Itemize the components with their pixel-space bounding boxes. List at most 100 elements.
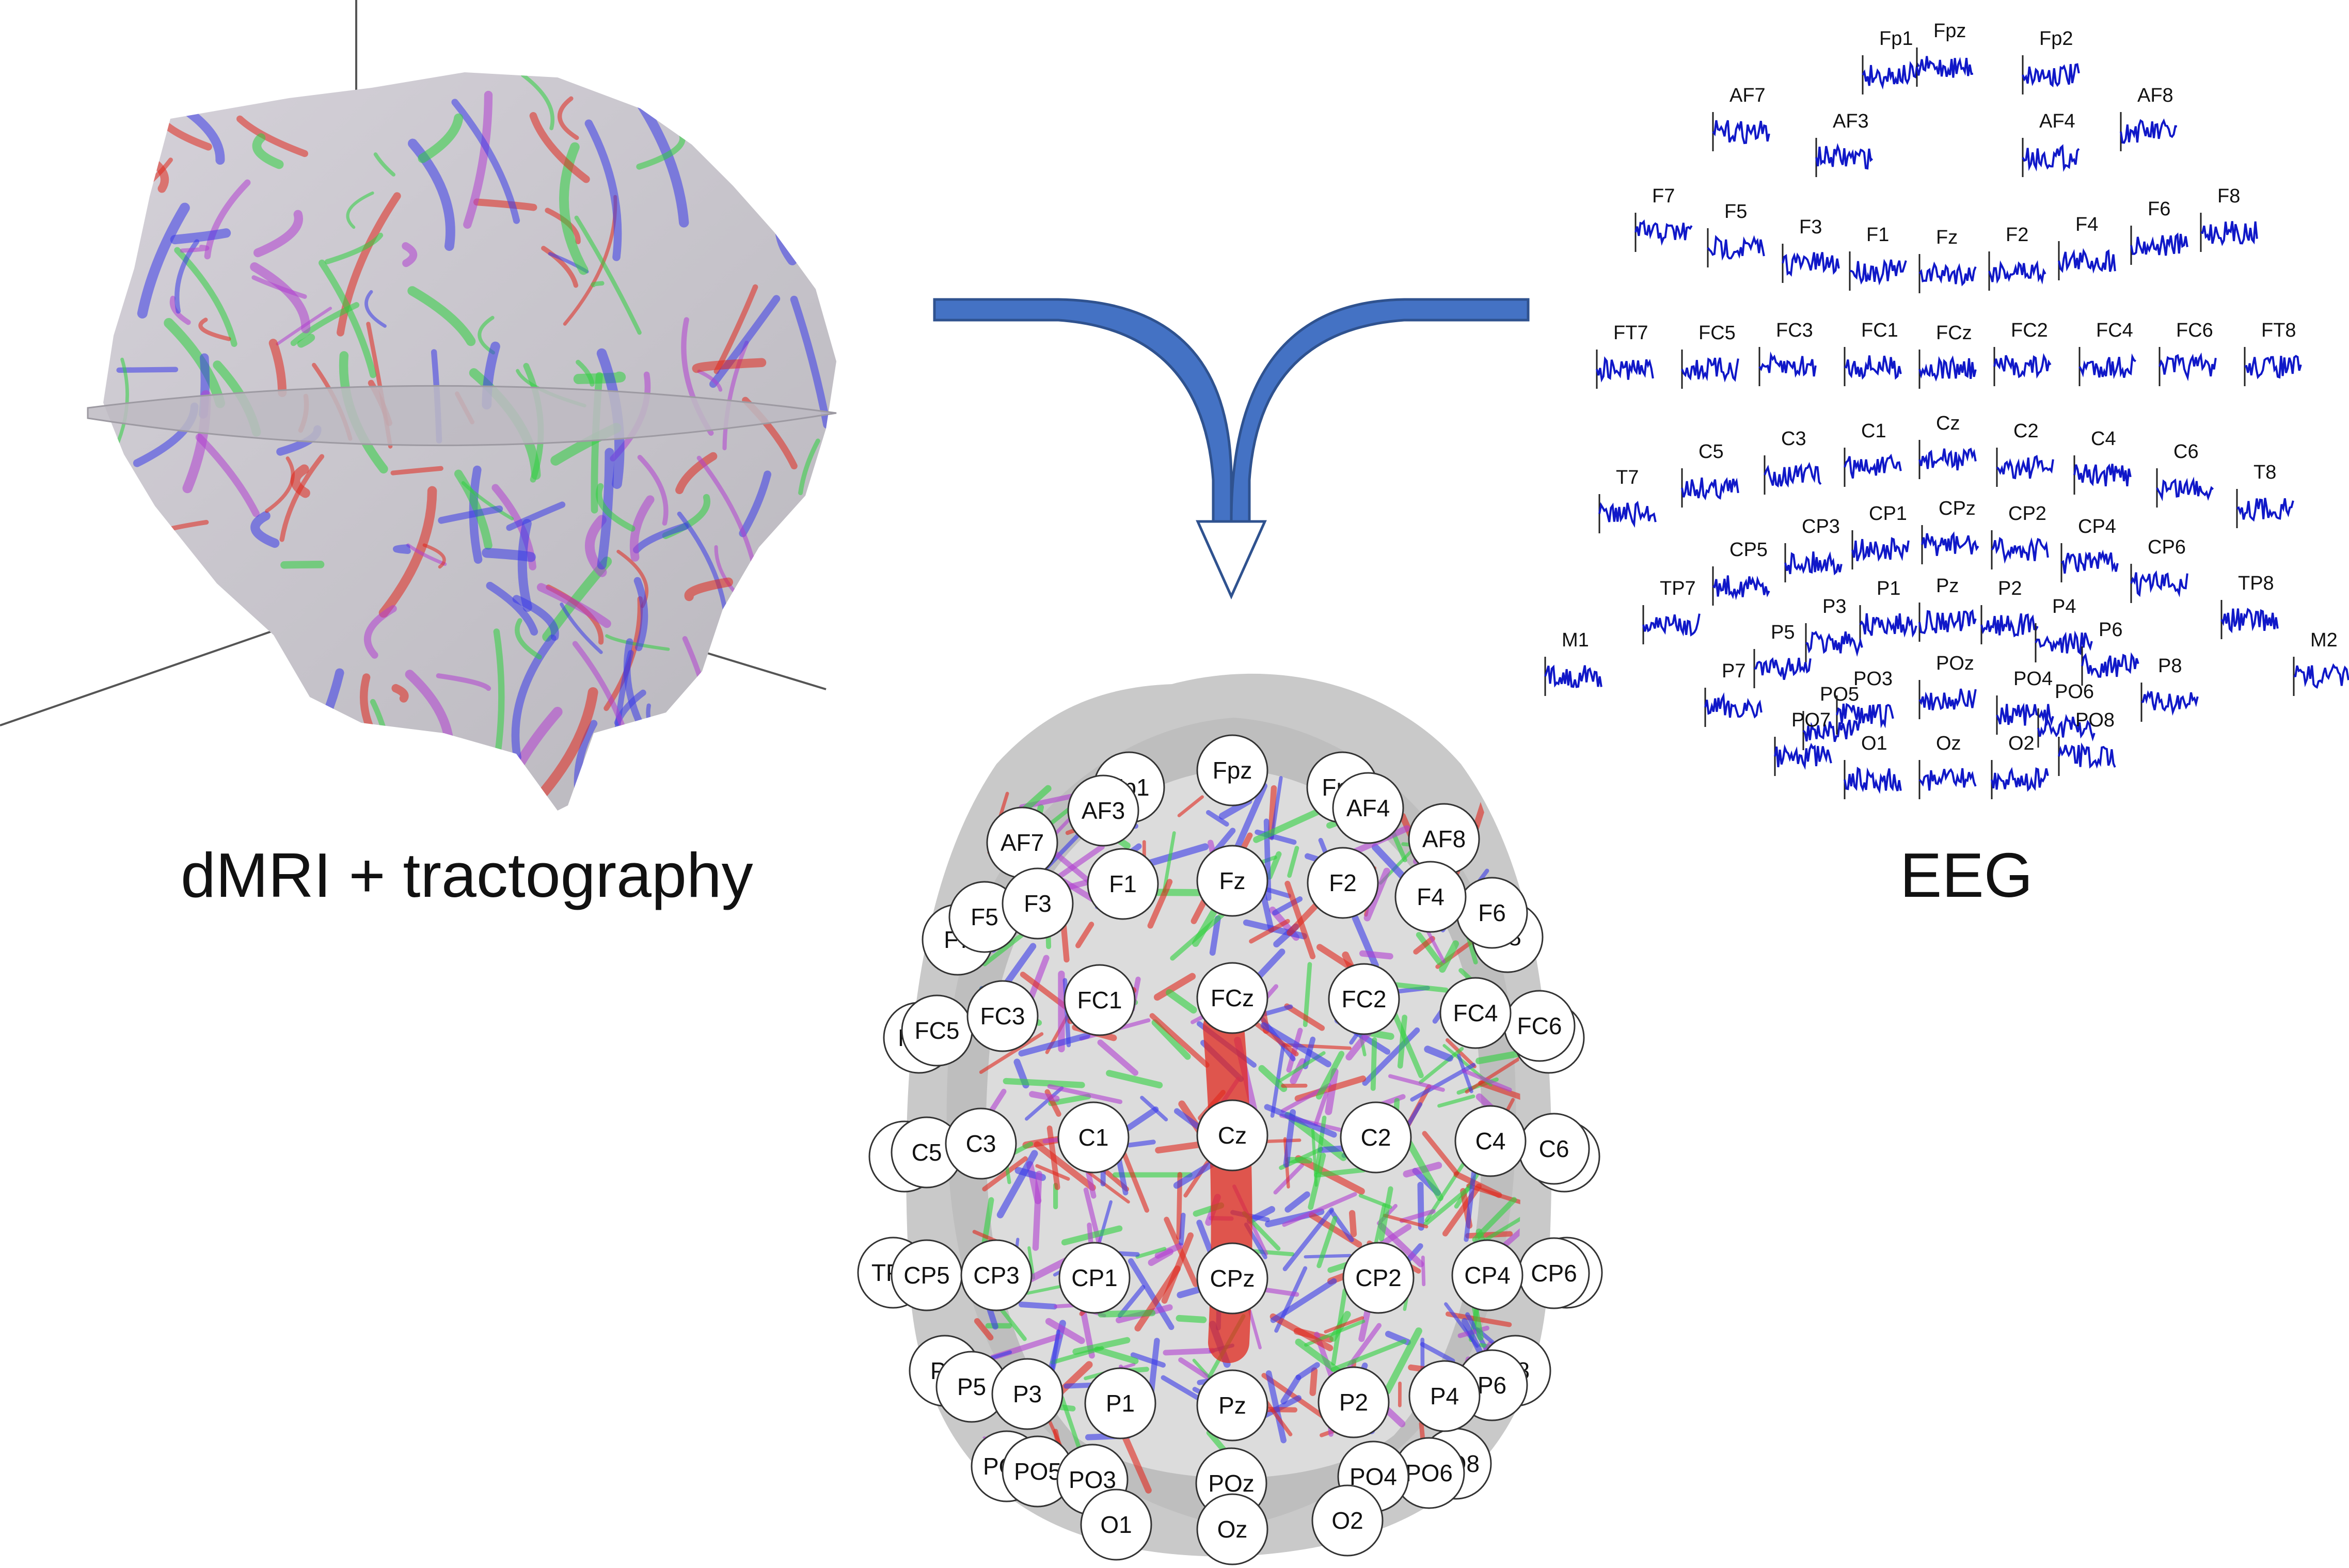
eeg-channel-label: P8 bbox=[2158, 655, 2182, 677]
fiber-stroke bbox=[363, 605, 397, 659]
eeg-trace bbox=[1782, 251, 1840, 277]
electrode-label: FC5 bbox=[915, 1017, 960, 1044]
eeg-trace bbox=[1918, 609, 1977, 635]
eeg-trace bbox=[1544, 664, 1602, 688]
fiber-stroke bbox=[996, 1150, 1038, 1218]
fiber-stroke bbox=[1267, 785, 1277, 840]
fiber-stroke bbox=[1422, 1131, 1459, 1176]
fiber-stroke bbox=[783, 141, 808, 148]
electrode-label: Cz bbox=[1218, 1122, 1247, 1149]
electrode-c2: C2 bbox=[1340, 1101, 1412, 1174]
electrode-label: C5 bbox=[912, 1139, 942, 1166]
eeg-channel: C3 bbox=[1764, 428, 1822, 495]
eeg-channel: PO7 bbox=[1774, 709, 1832, 776]
fiber-stroke bbox=[1423, 1184, 1473, 1226]
eeg-trace bbox=[1634, 219, 1693, 246]
eeg-trace bbox=[2022, 144, 2080, 172]
electrode-disc bbox=[966, 980, 1039, 1052]
electrode-label: Pz bbox=[1218, 1392, 1246, 1419]
electrode-label: PO6 bbox=[1405, 1460, 1453, 1486]
eeg-trace bbox=[2130, 232, 2188, 256]
electrode-disc bbox=[960, 1239, 1033, 1311]
electrode-disc bbox=[1318, 1366, 1390, 1438]
eeg-channel: C5 bbox=[1681, 441, 1739, 508]
electrode-disc bbox=[991, 1358, 1064, 1430]
fiber-stroke bbox=[297, 334, 315, 348]
eeg-channel-label: AF7 bbox=[1729, 85, 1766, 106]
fiber-stroke bbox=[1269, 1313, 1334, 1352]
fiber-stroke bbox=[689, 751, 718, 798]
eeg-channel: P3 bbox=[1805, 596, 1863, 662]
fiber-stroke bbox=[1001, 943, 1037, 990]
electrode-disc bbox=[1002, 867, 1074, 940]
eeg-channel-label: FT8 bbox=[2261, 320, 2296, 341]
eeg-channel-label: FCz bbox=[1936, 322, 1972, 344]
fiber-stroke bbox=[1325, 1068, 1339, 1115]
fiber-stroke bbox=[1304, 1254, 1352, 1259]
eeg-trace bbox=[2058, 248, 2116, 274]
fiber-stroke bbox=[1483, 1201, 1521, 1242]
electrode-f3: F3 bbox=[1002, 867, 1074, 940]
eeg-channel: FC6 bbox=[2158, 320, 2217, 386]
eeg-channel-label: F5 bbox=[1724, 201, 1747, 223]
eeg-channel-label: P3 bbox=[1822, 596, 1846, 617]
fiber-stroke bbox=[1119, 1429, 1152, 1494]
fiber-stroke bbox=[1283, 1109, 1296, 1168]
fiber-stroke bbox=[1384, 1327, 1422, 1395]
eeg-channel: C6 bbox=[2156, 441, 2214, 508]
fiber-stroke bbox=[1399, 1209, 1436, 1223]
fiber-stroke bbox=[1045, 1318, 1085, 1344]
fiber-stroke bbox=[137, 202, 190, 319]
dmri-caption: dMRI + tractography bbox=[181, 840, 753, 910]
eeg-channel-label: TP8 bbox=[2238, 573, 2274, 594]
electrode-label: PO5 bbox=[1014, 1458, 1061, 1485]
eeg-channel: C2 bbox=[1996, 420, 2054, 487]
fiber-stroke bbox=[103, 122, 121, 186]
eeg-channel: POz bbox=[1918, 653, 1977, 719]
eeg-channel: FCz bbox=[1918, 322, 1977, 389]
eeg-channel-label: M2 bbox=[2310, 629, 2338, 651]
fiber-stroke bbox=[1405, 1102, 1423, 1129]
eeg-trace bbox=[1996, 454, 2054, 480]
fiber-stroke bbox=[324, 232, 384, 264]
fiber-stroke bbox=[1313, 1091, 1328, 1126]
electrode-p1: P1 bbox=[1084, 1367, 1156, 1439]
fiber-stroke bbox=[1029, 1091, 1060, 1102]
eeg-channel-label: F7 bbox=[1652, 185, 1675, 207]
fiber-stroke bbox=[1418, 1047, 1464, 1084]
eeg-channel: Fz bbox=[1918, 227, 1977, 293]
electrode-label: FCz bbox=[1211, 985, 1254, 1011]
fiber-stroke bbox=[1035, 1164, 1070, 1181]
eeg-channel: P1 bbox=[1859, 578, 1917, 644]
fiber-stroke bbox=[407, 286, 476, 346]
eeg-channel: F3 bbox=[1782, 216, 1840, 283]
electrode-label: C2 bbox=[1361, 1124, 1391, 1151]
eeg-channel: P2 bbox=[1980, 578, 2039, 644]
electrode-af4: AF4 bbox=[1332, 772, 1404, 844]
eeg-channel-label: CP3 bbox=[1802, 516, 1840, 537]
eeg-trace bbox=[1921, 531, 1979, 556]
fiber-stroke bbox=[781, 627, 810, 687]
fiber-stroke bbox=[463, 90, 493, 229]
eeg-channel: FC1 bbox=[1844, 320, 1902, 386]
dmri-tractography-panel bbox=[0, 0, 837, 811]
eeg-trace bbox=[2060, 549, 2119, 574]
eeg-trace bbox=[1859, 613, 1917, 638]
fiber-stroke bbox=[1287, 846, 1299, 878]
electrode-disc bbox=[1311, 1484, 1384, 1557]
fiber-stroke bbox=[1253, 806, 1325, 843]
fiber-stroke bbox=[1314, 1167, 1367, 1178]
eeg-channel: CP1 bbox=[1851, 503, 1910, 569]
electrode-fc1: FC1 bbox=[1064, 964, 1136, 1036]
electrode-disc bbox=[1408, 1360, 1481, 1432]
fiber-stroke bbox=[1446, 1038, 1477, 1069]
axis-line-right bbox=[707, 652, 827, 690]
eeg-channel: P4 bbox=[2035, 596, 2093, 662]
eeg-channel: O1 bbox=[1844, 733, 1902, 799]
eeg-trace bbox=[2200, 221, 2258, 246]
electrode-label: O2 bbox=[1331, 1507, 1363, 1534]
fiber-stroke bbox=[1284, 1191, 1310, 1213]
eeg-trace bbox=[1596, 356, 1654, 383]
eeg-channel: TP7 bbox=[1642, 578, 1701, 644]
eeg-channel: P7 bbox=[1704, 660, 1763, 727]
